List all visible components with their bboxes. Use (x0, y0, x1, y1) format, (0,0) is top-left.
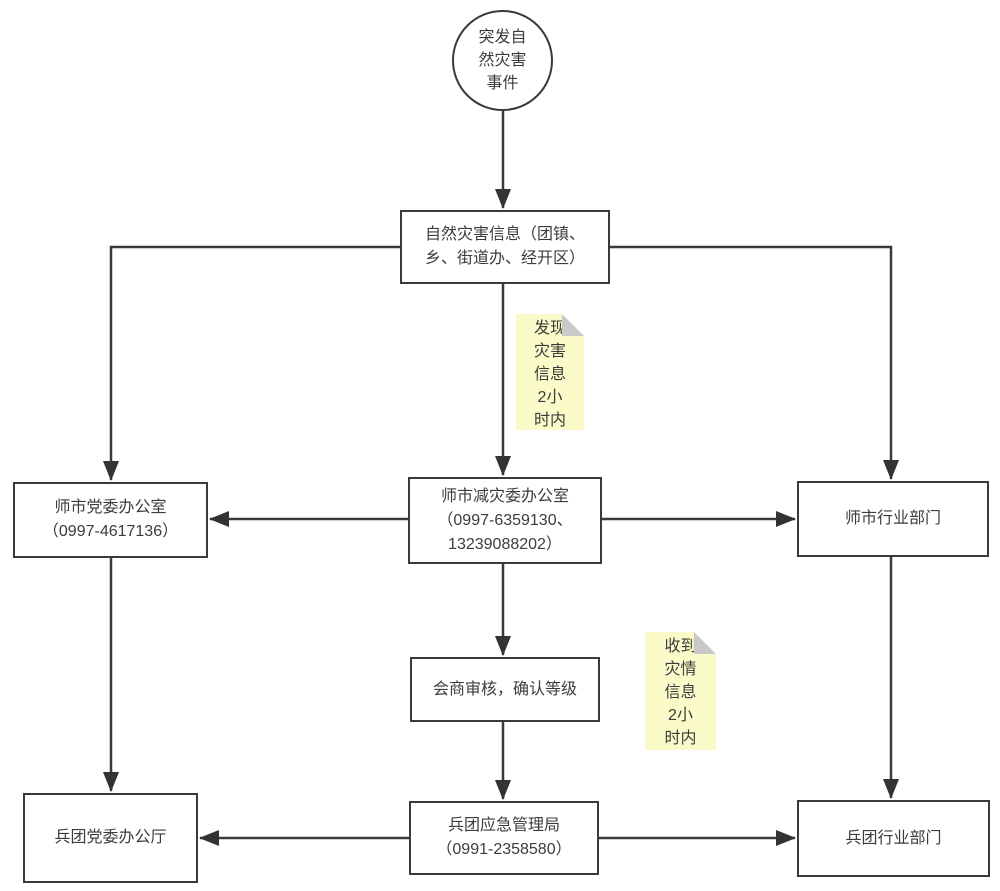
note-receive-deadline: 收到 灾情 信息 2小 时内 (645, 632, 716, 750)
node-disaster-info: 自然灾害信息（团镇、 乡、街道办、经开区） (400, 210, 610, 284)
node-bingtuan-party-office: 兵团党委办公厅 (23, 793, 198, 883)
node-bingtuan-emergency-bureau: 兵团应急管理局 （0991-2358580） (409, 801, 599, 875)
node-disaster-reduction-office: 师市减灾委办公室 （0997-6359130、 13239088202） (408, 477, 602, 564)
node-shishi-industry-dept: 师市行业部门 (797, 481, 989, 557)
note-discover-deadline: 发现 灾害 信息 2小 时内 (516, 314, 584, 430)
arrow-info-to-shishi-industry (610, 245, 899, 480)
node-bingtuan-industry-dept: 兵团行业部门 (797, 800, 990, 877)
arrow-info-to-shishi-dangwei (103, 245, 400, 481)
node-review-confirm-level: 会商审核，确认等级 (410, 657, 600, 722)
node-shishi-party-office: 师市党委办公室 （0997-4617136） (13, 482, 208, 558)
node-disaster-event: 突发自 然灾害 事件 (452, 10, 553, 111)
